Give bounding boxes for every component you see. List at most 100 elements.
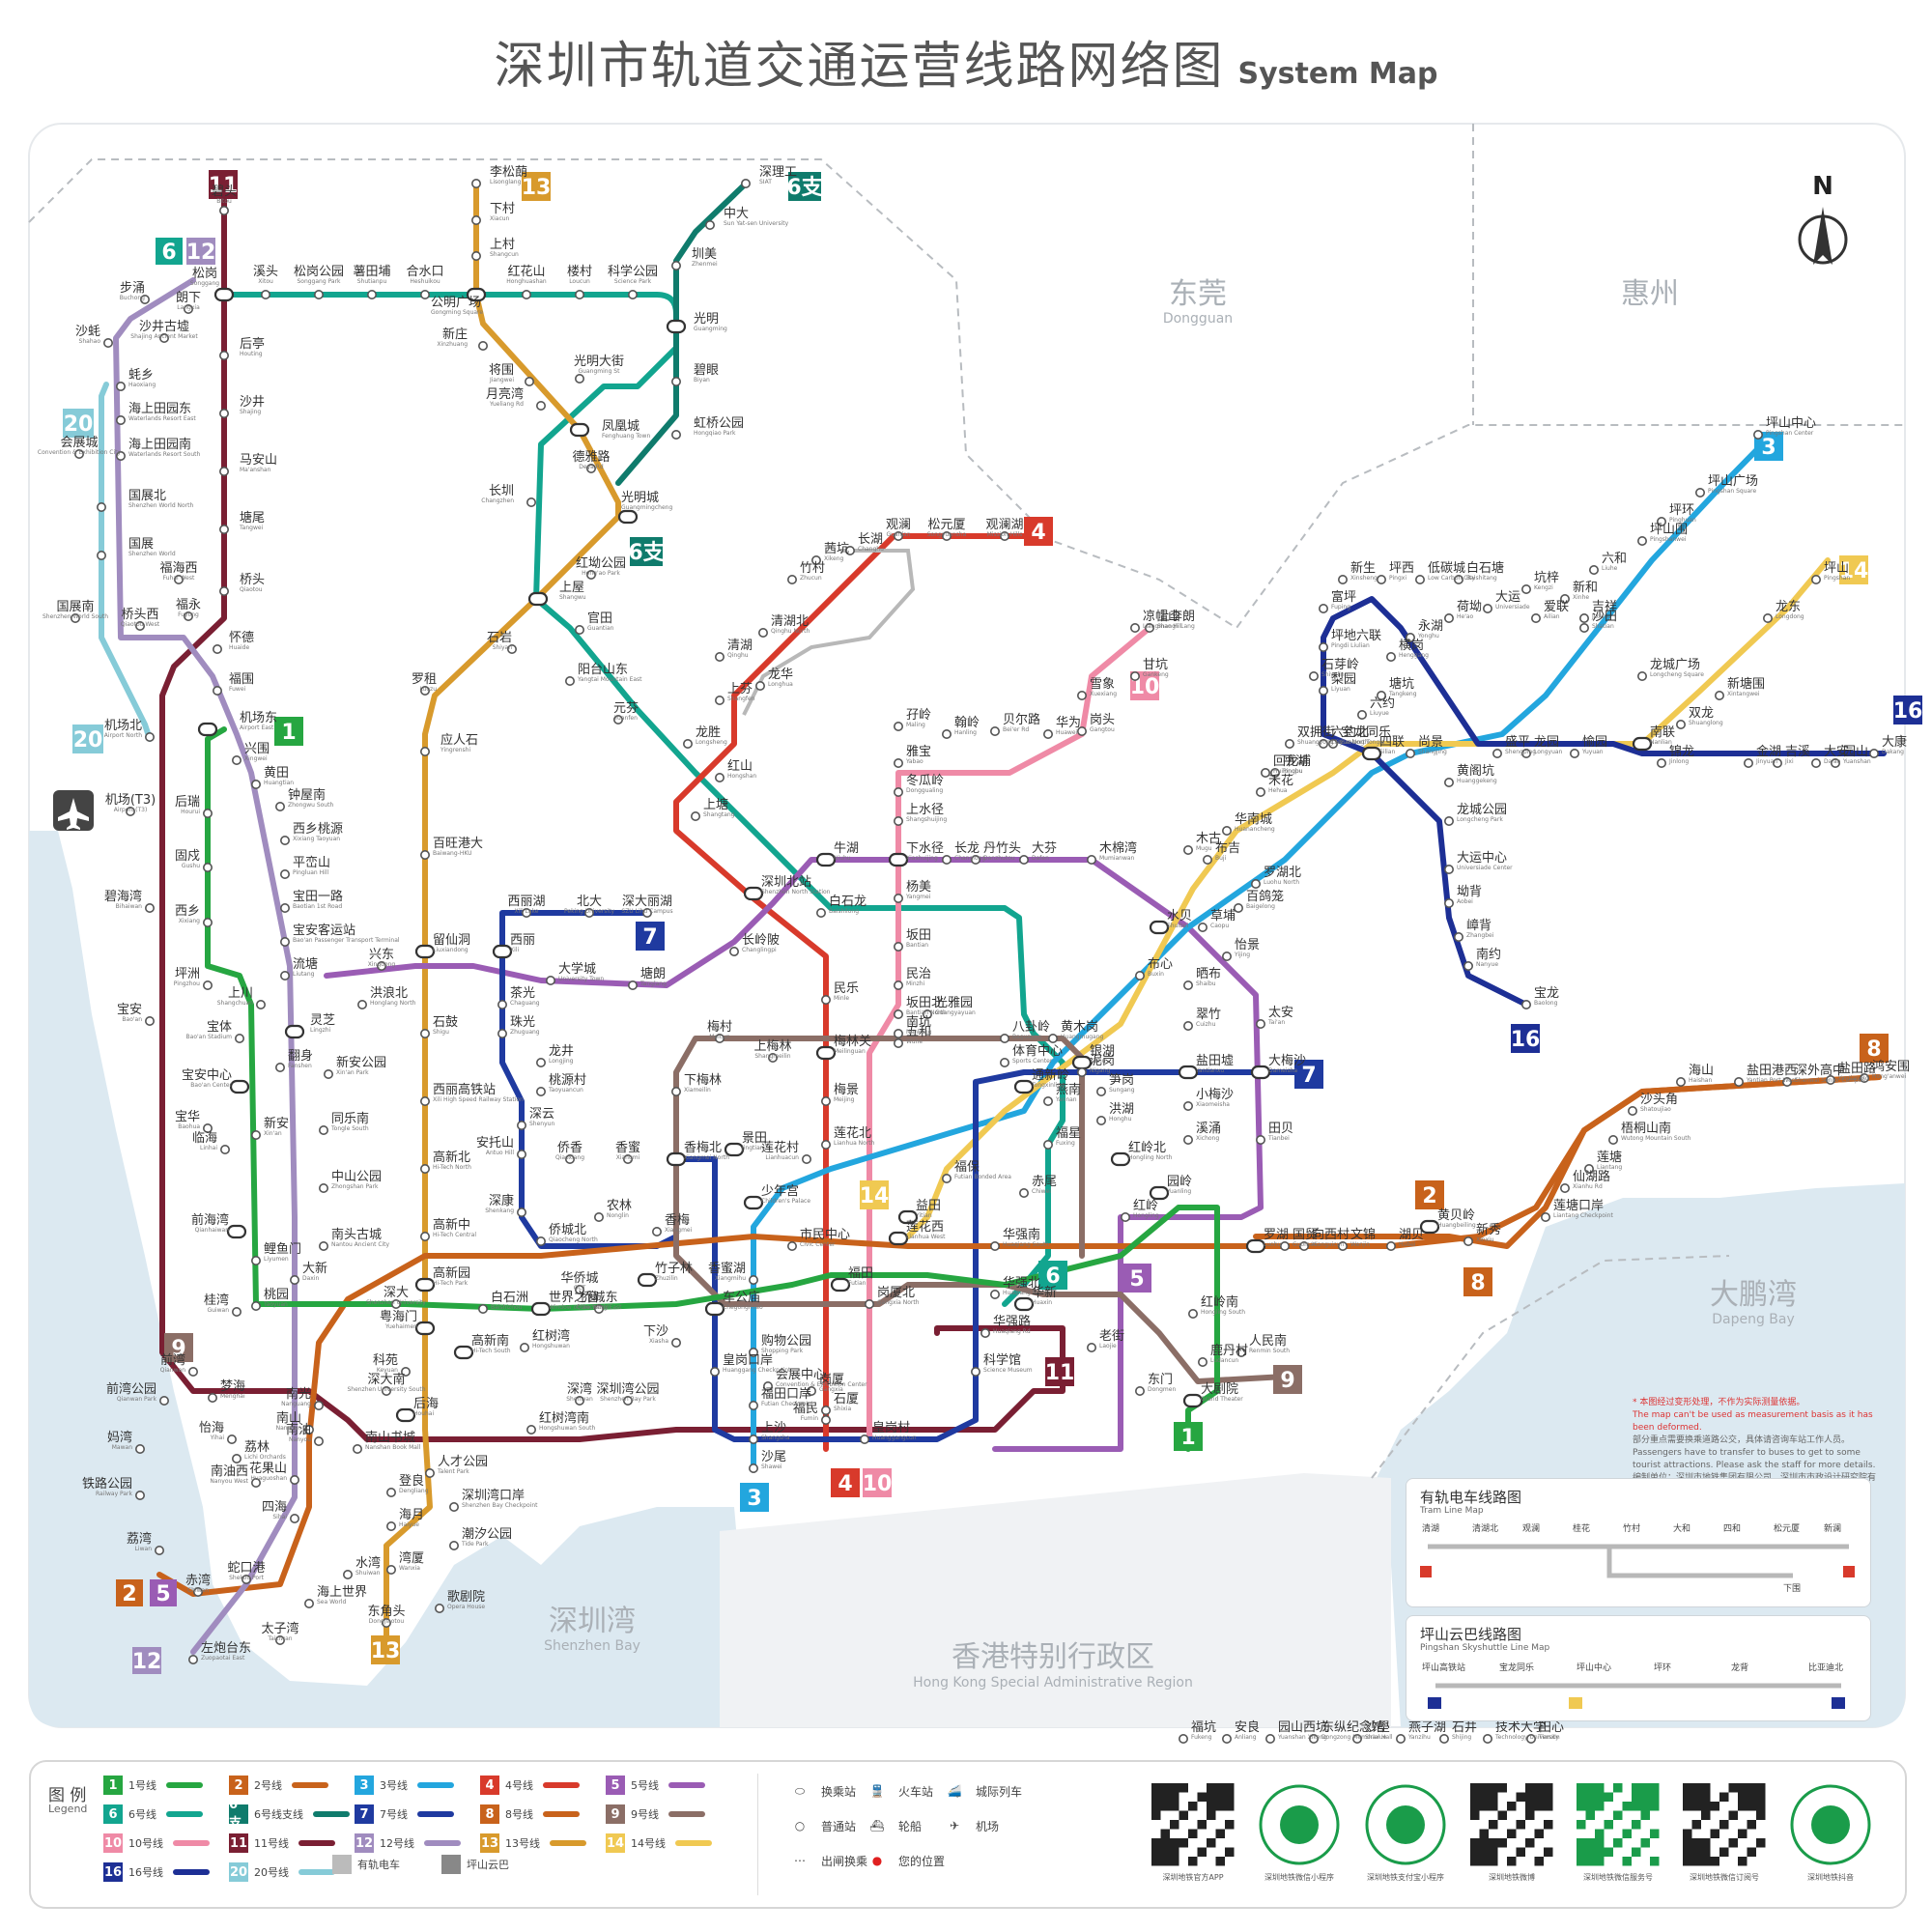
station-dot[interactable] xyxy=(1415,574,1426,584)
station-transfer[interactable] xyxy=(637,1272,658,1288)
station-transfer[interactable] xyxy=(1013,1079,1035,1094)
station-transfer[interactable] xyxy=(815,852,837,867)
station-dot[interactable] xyxy=(1043,1096,1054,1107)
station-dot[interactable] xyxy=(1444,897,1455,908)
station-dot[interactable] xyxy=(535,400,546,411)
station-dot[interactable] xyxy=(424,1468,435,1479)
station-dot[interactable] xyxy=(135,620,146,631)
station-transfer[interactable] xyxy=(569,422,590,438)
station-dot[interactable] xyxy=(1377,690,1387,700)
station-dot[interactable] xyxy=(1019,1188,1030,1199)
station-dot[interactable] xyxy=(748,1435,758,1445)
station-dot[interactable] xyxy=(279,936,290,947)
station-dot[interactable] xyxy=(990,1241,1001,1252)
station-dot[interactable] xyxy=(748,1348,758,1358)
station-dot[interactable] xyxy=(670,1087,681,1097)
station-transfer[interactable] xyxy=(1361,746,1382,761)
station-transfer[interactable] xyxy=(830,1277,851,1293)
station-dot[interactable] xyxy=(419,1029,430,1039)
station-dot[interactable] xyxy=(303,1425,314,1435)
station-dot[interactable] xyxy=(419,849,430,860)
station-dot[interactable] xyxy=(1444,815,1455,826)
station-dot[interactable] xyxy=(1135,1386,1146,1397)
station-dot[interactable] xyxy=(203,980,213,990)
station-dot[interactable] xyxy=(250,1301,261,1312)
station-transfer[interactable] xyxy=(213,287,235,302)
station-dot[interactable] xyxy=(203,917,213,927)
station-transfer[interactable] xyxy=(666,319,687,334)
station-dot[interactable] xyxy=(242,1575,252,1585)
station-dot[interactable] xyxy=(116,414,127,425)
line-7[interactable] xyxy=(499,910,1317,1442)
station-dot[interactable] xyxy=(303,1599,314,1609)
station-dot[interactable] xyxy=(585,569,596,580)
station-dot[interactable] xyxy=(385,1565,396,1576)
station-transfer[interactable] xyxy=(1071,1055,1093,1070)
station-dot[interactable] xyxy=(385,1488,396,1498)
station-dot[interactable] xyxy=(767,1053,778,1064)
station-dot[interactable] xyxy=(1203,854,1213,865)
station-dot[interactable] xyxy=(1183,980,1194,990)
station-dot[interactable] xyxy=(762,1381,773,1392)
station-dot[interactable] xyxy=(574,1285,584,1295)
station-transfer[interactable] xyxy=(743,1195,764,1210)
station-dot[interactable] xyxy=(71,612,81,623)
station-dot[interactable] xyxy=(757,627,768,638)
station-dot[interactable] xyxy=(1188,1309,1199,1320)
station-dot[interactable] xyxy=(1541,1212,1551,1223)
station-dot[interactable] xyxy=(313,289,324,299)
station-dot[interactable] xyxy=(1130,670,1141,681)
station-dot[interactable] xyxy=(1521,1000,1532,1010)
station-dot[interactable] xyxy=(1439,1734,1450,1745)
station-dot[interactable] xyxy=(690,810,700,821)
station-dot[interactable] xyxy=(714,695,724,705)
station-dot[interactable] xyxy=(941,854,952,865)
station-dot[interactable] xyxy=(893,893,903,903)
station-dot[interactable] xyxy=(506,643,517,654)
station-dot[interactable] xyxy=(470,179,481,189)
station-dot[interactable] xyxy=(1463,960,1474,971)
station-dot[interactable] xyxy=(740,179,751,189)
station-dot[interactable] xyxy=(434,1604,444,1614)
station-dot[interactable] xyxy=(1352,1734,1363,1745)
station-dot[interactable] xyxy=(1048,1034,1059,1044)
station-dot[interactable] xyxy=(477,340,488,351)
station-transfer[interactable] xyxy=(284,1024,305,1039)
station-dot[interactable] xyxy=(208,1393,218,1404)
station-transfer[interactable] xyxy=(226,1224,247,1239)
station-dot[interactable] xyxy=(1179,1734,1189,1745)
station-dot[interactable] xyxy=(232,1454,242,1464)
station-dot[interactable] xyxy=(274,1635,285,1646)
station-dot[interactable] xyxy=(1386,651,1397,662)
station-dot[interactable] xyxy=(651,1227,662,1237)
line-9[interactable] xyxy=(673,1036,1288,1384)
station-transfer[interactable] xyxy=(1632,736,1653,752)
station-dot[interactable] xyxy=(748,1275,758,1286)
station-dot[interactable] xyxy=(1657,757,1667,768)
station-dot[interactable] xyxy=(193,1587,204,1598)
station-dot[interactable] xyxy=(279,970,290,980)
station-dot[interactable] xyxy=(704,220,715,231)
station-dot[interactable] xyxy=(1444,864,1455,874)
station-dot[interactable] xyxy=(728,946,739,956)
station-dot[interactable] xyxy=(593,1304,604,1315)
station-dot[interactable] xyxy=(941,728,952,739)
station-dot[interactable] xyxy=(1183,1101,1194,1112)
station-dot[interactable] xyxy=(184,611,194,621)
station-dot[interactable] xyxy=(232,754,242,765)
station-dot[interactable] xyxy=(1521,583,1532,594)
station-dot[interactable] xyxy=(188,1367,199,1378)
station-dot[interactable] xyxy=(820,1140,831,1151)
station-dot[interactable] xyxy=(188,1655,199,1665)
station-dot[interactable] xyxy=(313,1401,324,1411)
station-dot[interactable] xyxy=(545,975,555,985)
station-dot[interactable] xyxy=(203,808,213,818)
station-dot[interactable] xyxy=(564,675,575,686)
station-dot[interactable] xyxy=(419,685,430,696)
station-dot[interactable] xyxy=(1811,757,1822,768)
station-dot[interactable] xyxy=(941,530,952,541)
station-dot[interactable] xyxy=(893,1029,903,1039)
station-dot[interactable] xyxy=(1579,622,1590,633)
station-dot[interactable] xyxy=(1183,1021,1194,1032)
station-dot[interactable] xyxy=(1676,719,1687,729)
